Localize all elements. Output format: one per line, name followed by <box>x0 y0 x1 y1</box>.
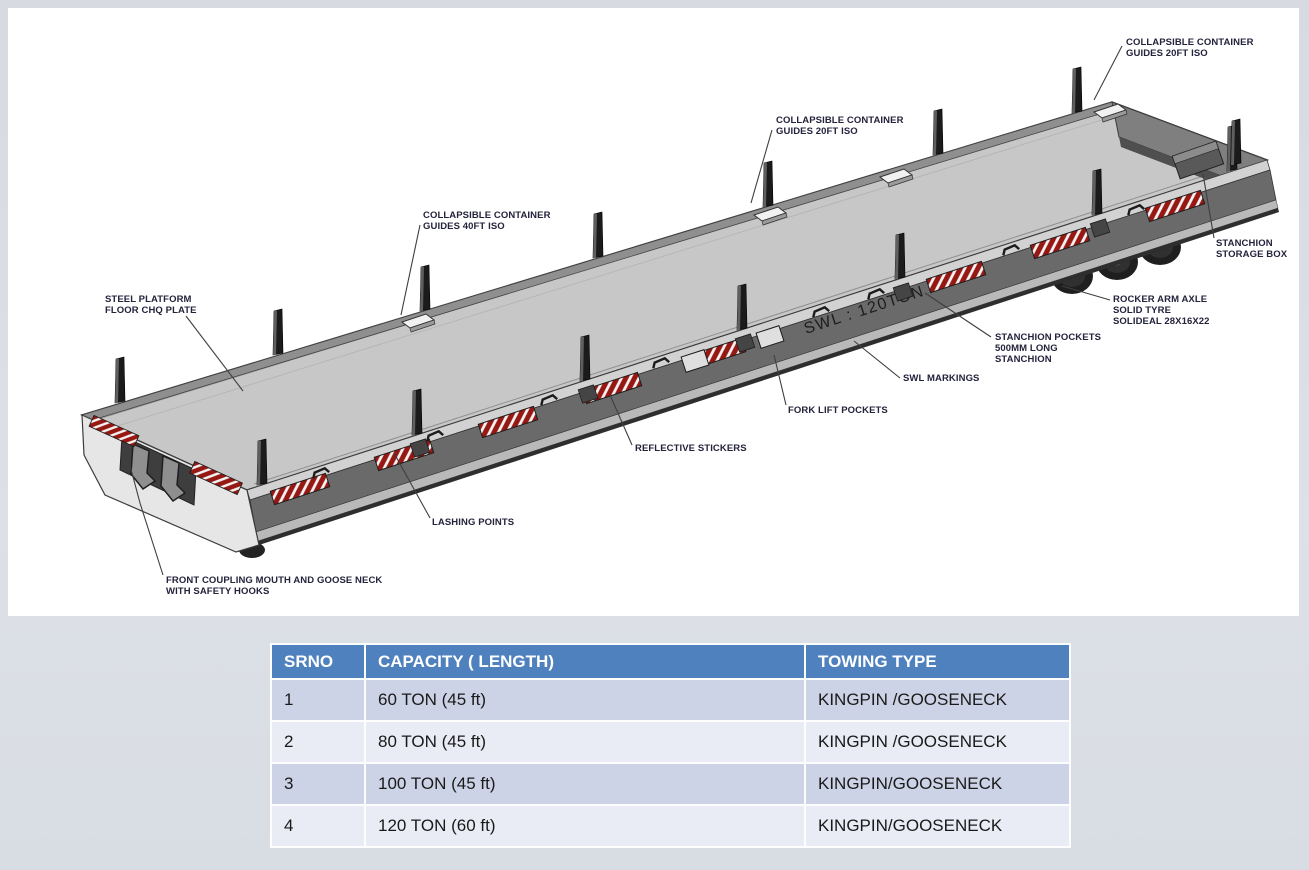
label-collapsible-guides-40ft: COLLAPSIBLE CONTAINER GUIDES 40FT ISO <box>423 210 551 232</box>
label-fork-lift-pockets: FORK LIFT POCKETS <box>788 405 888 416</box>
label-collapsible-guides-20ft-rear: COLLAPSIBLE CONTAINER GUIDES 20FT ISO <box>1126 37 1254 59</box>
cell-towing: KINGPIN/GOOSENECK <box>806 764 1069 804</box>
label-swl-markings: SWL MARKINGS <box>903 373 980 384</box>
label-reflective-stickers: REFLECTIVE STICKERS <box>635 443 747 454</box>
label-stanchion-pockets: STANCHION POCKETS 500MM LONG STANCHION <box>995 332 1102 365</box>
cell-srno: 2 <box>272 722 364 762</box>
label-collapsible-guides-20ft-mid: COLLAPSIBLE CONTAINER GUIDES 20FT ISO <box>776 115 904 137</box>
diagram-panel: SWL : 120TON <box>8 8 1299 616</box>
label-rocker-arm-axle: ROCKER ARM AXLE SOLID TYRE SOLIDEAL 28X1… <box>1113 294 1210 327</box>
table-row: 4 120 TON (60 ft) KINGPIN/GOOSENECK <box>272 806 1069 846</box>
cell-srno: 4 <box>272 806 364 846</box>
cell-srno: 3 <box>272 764 364 804</box>
cell-capacity: 100 TON (45 ft) <box>366 764 804 804</box>
stanchion-storage-box <box>1171 140 1225 180</box>
table-row: 2 80 TON (45 ft) KINGPIN /GOOSENECK <box>272 722 1069 762</box>
leader-lines <box>127 45 1215 576</box>
table-header-row: SRNO CAPACITY ( LENGTH) TOWING TYPE <box>272 645 1069 678</box>
cell-capacity: 60 TON (45 ft) <box>366 680 804 720</box>
trailer-illustration: SWL : 120TON <box>79 45 1279 576</box>
cell-srno: 1 <box>272 680 364 720</box>
capacity-table: SRNO CAPACITY ( LENGTH) TOWING TYPE 1 60… <box>270 643 1071 848</box>
cell-capacity: 80 TON (45 ft) <box>366 722 804 762</box>
cell-towing: KINGPIN /GOOSENECK <box>806 722 1069 762</box>
label-front-coupling: FRONT COUPLING MOUTH AND GOOSE NECK WITH… <box>166 575 383 597</box>
trailer-deck <box>79 101 1270 491</box>
front-coupling-face <box>81 414 265 558</box>
col-header-capacity: CAPACITY ( LENGTH) <box>366 645 804 678</box>
table-row: 1 60 TON (45 ft) KINGPIN /GOOSENECK <box>272 680 1069 720</box>
col-header-srno: SRNO <box>272 645 364 678</box>
safety-hook <box>160 454 187 503</box>
fork-lift-pockets <box>680 325 785 373</box>
label-lashing-points: LASHING POINTS <box>432 517 515 528</box>
cell-capacity: 120 TON (60 ft) <box>366 806 804 846</box>
cell-towing: KINGPIN /GOOSENECK <box>806 680 1069 720</box>
safety-hook <box>130 442 157 491</box>
label-steel-platform: STEEL PLATFORM FLOOR CHQ PLATE <box>105 294 197 316</box>
cell-towing: KINGPIN/GOOSENECK <box>806 806 1069 846</box>
label-stanchion-storage-box: STANCHION STORAGE BOX <box>1216 238 1288 260</box>
table-row: 3 100 TON (45 ft) KINGPIN/GOOSENECK <box>272 764 1069 804</box>
col-header-towing: TOWING TYPE <box>806 645 1069 678</box>
